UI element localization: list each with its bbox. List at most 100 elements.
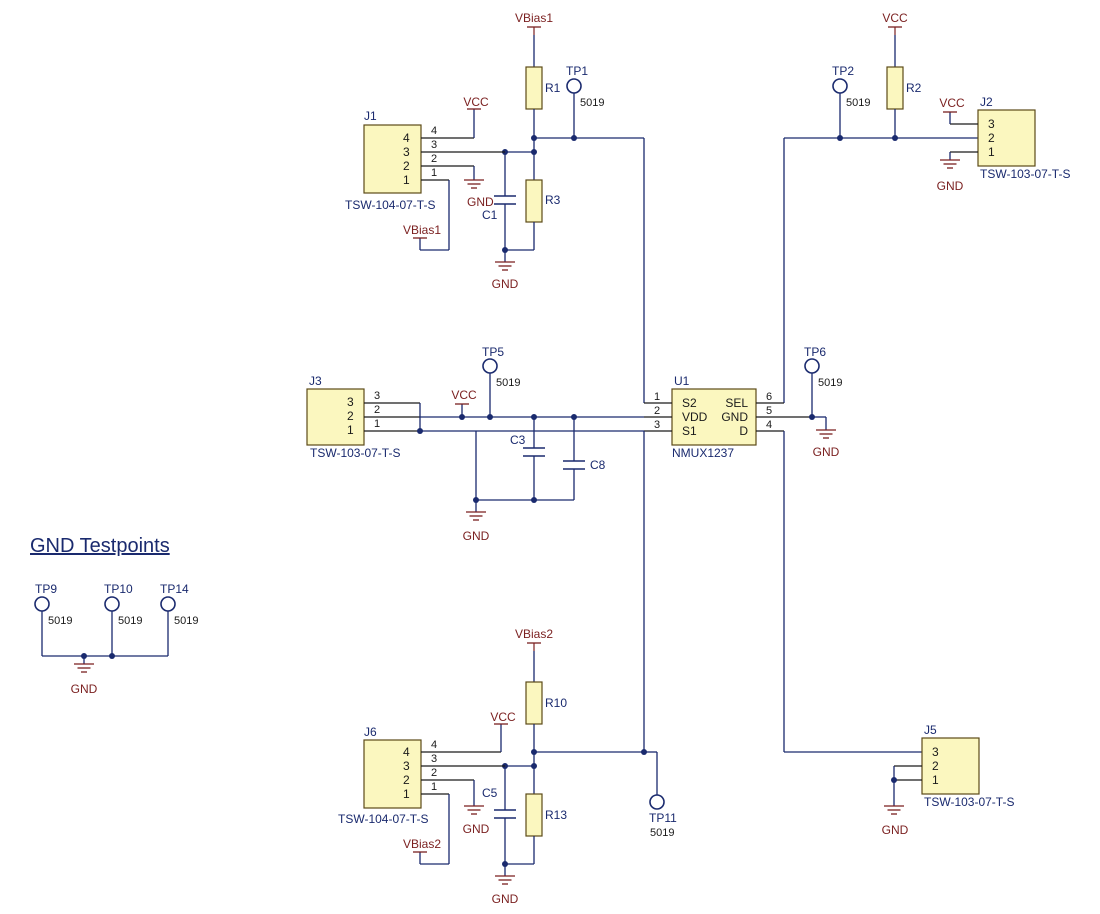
gnd-label: GND: [492, 277, 519, 291]
tp6-testpoint: [804, 358, 820, 374]
svg-text:3: 3: [654, 419, 660, 431]
tp1-testpoint: [566, 78, 582, 94]
r3-label: R3: [545, 193, 561, 207]
svg-text:2: 2: [988, 131, 995, 145]
svg-text:4: 4: [431, 125, 437, 137]
tp9-label: TP9: [35, 582, 57, 596]
svg-text:GND: GND: [721, 410, 748, 424]
j1-circuit: VBias1 R1 R3 C1 GND TP1 5019 J1: [345, 11, 645, 403]
r13-resistor: [525, 793, 543, 837]
svg-text:4: 4: [431, 739, 437, 751]
tp9-value: 5019: [48, 615, 72, 627]
svg-text:2: 2: [347, 409, 354, 423]
svg-text:2: 2: [431, 767, 437, 779]
svg-text:2: 2: [654, 405, 660, 417]
j1-pin2: 2: [403, 159, 410, 173]
j3-connector: [306, 388, 365, 446]
svg-text:D: D: [739, 424, 748, 438]
svg-text:3: 3: [932, 745, 939, 759]
j1-pin4: 4: [403, 131, 410, 145]
svg-text:S1: S1: [682, 424, 697, 438]
j1-connector: [363, 124, 422, 194]
svg-text:2: 2: [431, 153, 437, 165]
tp11-testpoint: [649, 794, 665, 810]
u1-ref: U1: [674, 374, 690, 388]
svg-text:1: 1: [654, 391, 660, 403]
svg-text:4: 4: [766, 419, 772, 431]
svg-text:3: 3: [431, 753, 437, 765]
svg-text:3: 3: [347, 395, 354, 409]
tp14-testpoint: [160, 596, 176, 612]
svg-text:2: 2: [403, 773, 410, 787]
tp2-testpoint: [832, 78, 848, 94]
c8-label: C8: [590, 458, 606, 472]
gnd-label: GND: [937, 179, 964, 193]
vbias2-label: VBias2: [515, 627, 553, 641]
svg-text:3: 3: [403, 759, 410, 773]
gnd-label: GND: [882, 823, 909, 837]
j3-ref: J3: [309, 374, 322, 388]
j2-circuit: VCC R2 TP2 5019 J2 TSW-103-07-T-S 3 2 1 …: [783, 11, 1070, 403]
svg-text:3: 3: [431, 139, 437, 151]
j2-ref: J2: [980, 95, 993, 109]
tp2-label: TP2: [832, 64, 854, 78]
j5-part: TSW-103-07-T-S: [924, 795, 1014, 809]
tp11-value: 5019: [650, 827, 674, 839]
svg-text:3: 3: [374, 390, 380, 402]
tp14-label: TP14: [160, 582, 189, 596]
gnd-label: GND: [813, 445, 840, 459]
svg-text:1: 1: [347, 423, 354, 437]
r10-label: R10: [545, 696, 567, 710]
j3-part: TSW-103-07-T-S: [310, 446, 400, 460]
gnd-label: GND: [463, 822, 490, 836]
gnd-testpoints-title: GND Testpoints: [30, 535, 170, 557]
svg-text:5: 5: [766, 405, 772, 417]
r13-label: R13: [545, 808, 567, 822]
svg-text:6: 6: [766, 391, 772, 403]
svg-text:S2: S2: [682, 396, 697, 410]
gnd-label: GND: [71, 682, 98, 696]
gnd-label: GND: [492, 892, 519, 906]
j1-pin3: 3: [403, 145, 410, 159]
j6-circuit: VBias2 R10 R13 C5 GND TP11 5019 J6 TSW-1…: [338, 627, 677, 906]
c3-label: C3: [510, 433, 526, 447]
tp6-value: 5019: [818, 377, 842, 389]
j5-connector: [921, 737, 980, 795]
j1-part: TSW-104-07-T-S: [345, 198, 435, 212]
svg-text:1: 1: [403, 787, 410, 801]
tp5-testpoint: [482, 358, 498, 374]
svg-text:2: 2: [374, 404, 380, 416]
gnd-label: GND: [467, 195, 494, 209]
j5-ref: J5: [924, 723, 937, 737]
u1-part: NMUX1237: [672, 446, 734, 460]
tp1-label: TP1: [566, 64, 588, 78]
svg-text:1: 1: [431, 781, 437, 793]
r1-resistor: [525, 66, 543, 110]
tp2-value: 5019: [846, 97, 870, 109]
c5-label: C5: [482, 786, 498, 800]
tp6-label: TP6: [804, 345, 826, 359]
svg-text:1: 1: [988, 145, 995, 159]
tp10-value: 5019: [118, 615, 142, 627]
vbias1-label: VBias1: [515, 11, 553, 25]
tp10-testpoint: [104, 596, 120, 612]
vcc-label: VCC: [451, 388, 477, 402]
j2-connector: [977, 109, 1036, 167]
r10-resistor: [525, 681, 543, 725]
r2-resistor: [886, 66, 904, 110]
svg-text:SEL: SEL: [725, 396, 748, 410]
c1-label: C1: [482, 208, 498, 222]
svg-text:1: 1: [431, 167, 437, 179]
tp11-label: TP11: [649, 811, 677, 825]
r1-label: R1: [545, 81, 561, 95]
tp10-label: TP10: [104, 582, 133, 596]
vcc-label: VCC: [939, 96, 965, 110]
vbias1-label: VBias1: [403, 223, 441, 237]
tp1-value: 5019: [580, 97, 604, 109]
svg-text:4: 4: [403, 745, 410, 759]
gnd-testpoints-section: GND Testpoints TP9 5019 TP10 5019 TP14 5…: [30, 535, 198, 696]
j2-part: TSW-103-07-T-S: [980, 167, 1070, 181]
u1-ic: U1 NMUX1237 1 2 3 S2 VDD S1 6 5 4 SEL GN…: [643, 345, 922, 753]
r2-label: R2: [906, 81, 922, 95]
